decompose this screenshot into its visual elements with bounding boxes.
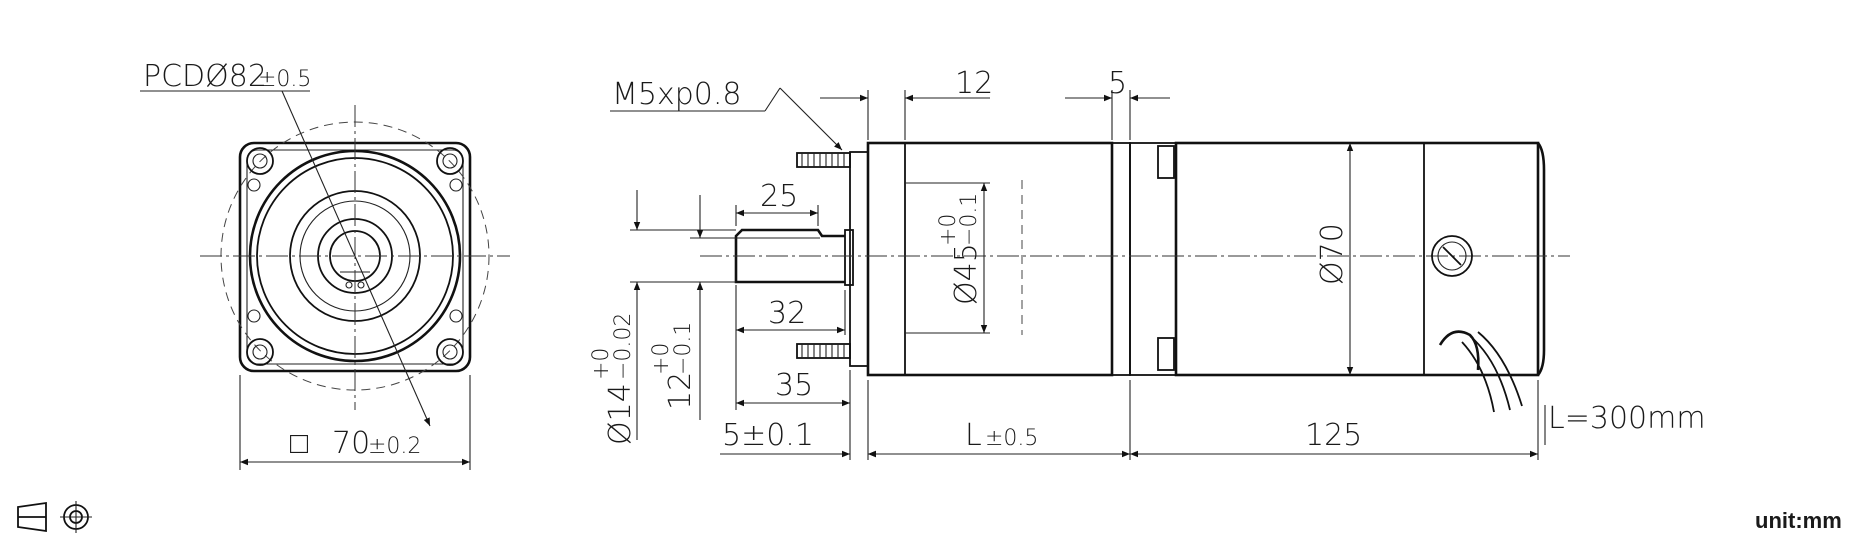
dim-12-key-tol-upper: +0: [649, 343, 674, 375]
threaded-stud-top: [796, 152, 851, 168]
mounting-hole-tr: [436, 147, 464, 192]
square-size: 70: [332, 426, 370, 461]
dim-L-label: L: [965, 418, 982, 453]
terminal-cap: [1431, 235, 1473, 277]
pcd-tolerance: ±0.5: [258, 67, 311, 92]
dim-12-label: 12: [955, 66, 993, 101]
threaded-stud-bottom: [796, 343, 851, 359]
dim-12-key-label: 12: [663, 372, 698, 410]
square-symbol: □: [290, 426, 309, 461]
dim-35-label: 35: [775, 368, 813, 403]
dim-d14-tol-lower: −0.02: [611, 313, 636, 380]
mounting-hole-br: [436, 309, 464, 366]
dim-125-label: 125: [1305, 418, 1362, 453]
dim-d14-tol-upper: +0: [589, 348, 614, 380]
dim-5-label: 5: [1108, 66, 1127, 101]
dim-d45-tol-lower: −0.1: [957, 193, 982, 246]
front-view: PCDØ82 ±0.5 □ 70 ±0.2: [140, 59, 510, 470]
dim-d14-label: Ø14: [603, 383, 638, 445]
dim-25-label: 25: [760, 179, 798, 214]
dim-d45-label: Ø45: [949, 243, 984, 305]
lead-wires: [1438, 330, 1523, 413]
first-angle-projection-icon: [17, 501, 92, 533]
dim-32-label: 32: [768, 296, 806, 331]
dim-5-tol-label: 5±0.1: [722, 418, 814, 453]
mounting-hole-bl: [246, 309, 274, 366]
unit-label: unit:mm: [1755, 508, 1842, 533]
side-view: M5xp0.8 12 5 25 32 35 5±0.1: [589, 66, 1706, 460]
pcd-label: PCDØ82: [143, 59, 267, 94]
dim-d45-tol-upper: +0: [936, 214, 961, 246]
dim-12-key-tol-lower: −0.1: [671, 322, 696, 375]
thread-label: M5xp0.8: [612, 77, 741, 112]
mounting-hole-tl: [246, 147, 274, 192]
dim-d70-label: Ø70: [1315, 223, 1350, 285]
motor-body: [1174, 141, 1540, 377]
lead-length-label: L=300mm: [1548, 401, 1706, 436]
square-tolerance: ±0.2: [368, 434, 421, 459]
dim-L-tolerance: ±0.5: [985, 426, 1038, 451]
